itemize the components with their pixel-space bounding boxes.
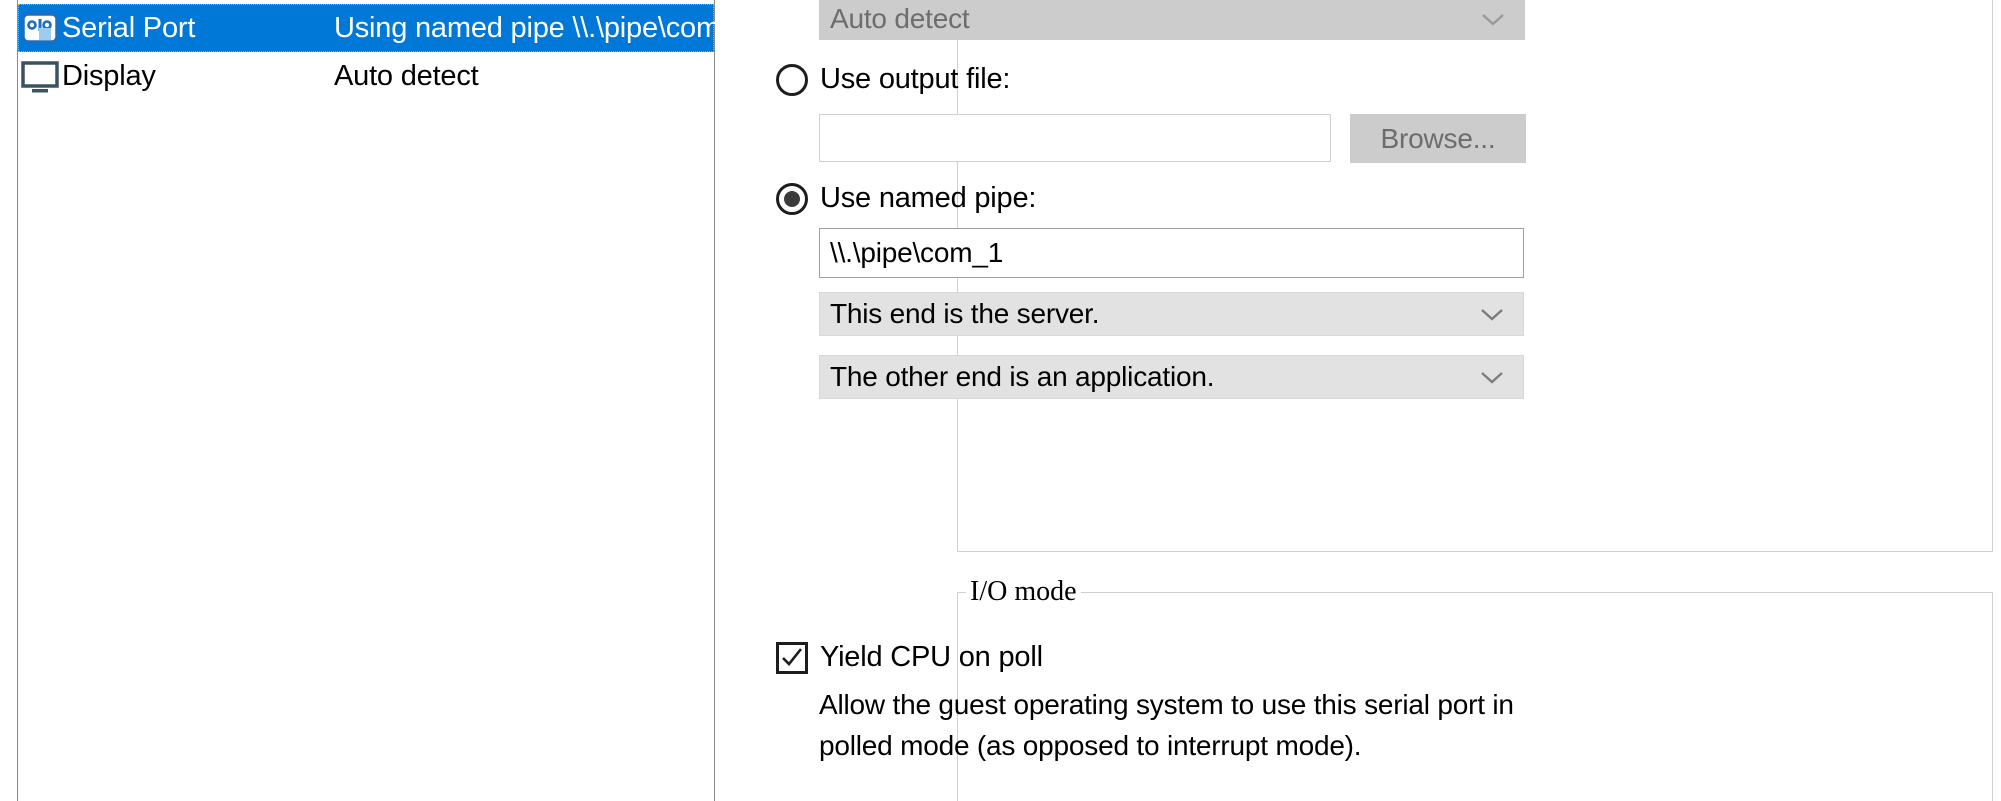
io-mode-groupbox: I/O mode xyxy=(957,576,1993,801)
chevron-down-icon xyxy=(1480,11,1506,27)
device-list-row-summary: Using named pipe \\.\pipe\com_1 xyxy=(334,11,752,44)
device-list-row-summary: Auto detect xyxy=(334,59,479,92)
io-mode-description-line-2: polled mode (as opposed to interrupt mod… xyxy=(819,730,1362,761)
io-mode-groupbox-title: I/O mode xyxy=(966,576,1081,608)
use-named-pipe-radio[interactable]: Use named pipe: xyxy=(776,182,1036,215)
far-end-role-combobox[interactable]: The other end is an application. xyxy=(819,355,1524,399)
chevron-down-icon xyxy=(1479,369,1505,385)
io-mode-description-line-1: Allow the guest operating system to use … xyxy=(819,689,1514,720)
radio-circle-filled-icon xyxy=(776,182,808,215)
io-mode-description: Allow the guest operating system to use … xyxy=(819,684,1514,766)
named-pipe-path-input[interactable]: \\.\pipe\com_1 xyxy=(819,228,1524,278)
use-output-file-radio[interactable]: Use output file: xyxy=(776,63,1010,96)
settings-pane: Auto detect Use output file: Browse... U… xyxy=(733,0,2001,801)
use-named-pipe-label: Use named pipe: xyxy=(820,182,1037,214)
use-output-file-label: Use output file: xyxy=(820,63,1011,95)
device-list-row-serial-port[interactable]: Serial Port Using named pipe \\.\pipe\co… xyxy=(18,4,752,52)
named-pipe-path-value: \\.\pipe\com_1 xyxy=(830,237,1004,268)
serial-device-combobox[interactable]: Auto detect xyxy=(819,0,1525,40)
near-end-role-combobox[interactable]: This end is the server. xyxy=(819,292,1524,336)
chevron-down-icon xyxy=(1479,306,1505,322)
yield-cpu-on-poll-checkbox[interactable]: Yield CPU on poll xyxy=(776,641,1043,674)
serial-port-icon xyxy=(18,6,62,50)
device-list-row-name: Display xyxy=(62,59,156,92)
browse-button-label: Browse... xyxy=(1380,122,1496,154)
near-end-role-value: This end is the server. xyxy=(830,298,1100,329)
display-monitor-icon xyxy=(18,54,62,98)
output-file-path-input[interactable] xyxy=(819,114,1331,162)
device-list-row-name: Serial Port xyxy=(62,11,196,44)
checkmark-icon xyxy=(776,641,808,674)
device-list-row-display[interactable]: Display Auto detect xyxy=(18,52,714,100)
hardware-device-list[interactable]: Serial Port Using named pipe \\.\pipe\co… xyxy=(17,0,752,801)
serial-device-combobox-value: Auto detect xyxy=(830,3,970,34)
browse-button[interactable]: Browse... xyxy=(1350,114,1526,163)
radio-circle-icon xyxy=(776,63,808,96)
far-end-role-value: The other end is an application. xyxy=(830,361,1215,392)
yield-cpu-on-poll-label: Yield CPU on poll xyxy=(820,641,1043,673)
